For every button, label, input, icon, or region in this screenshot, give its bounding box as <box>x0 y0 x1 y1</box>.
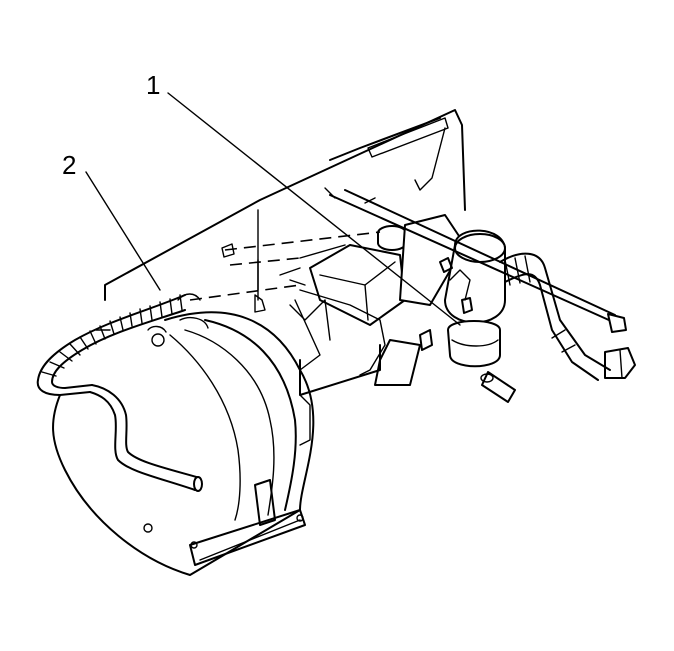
leader-line-2 <box>85 171 161 291</box>
hose <box>36 293 209 492</box>
callout-2: 2 <box>62 150 76 180</box>
filler-cap <box>377 225 407 251</box>
leader-lines <box>85 92 461 326</box>
bracket-rod <box>324 187 627 333</box>
body-panel <box>104 109 466 301</box>
reservoir-tank <box>289 244 406 396</box>
assembly-lines <box>189 231 381 313</box>
wheel-well <box>52 311 315 576</box>
right-hoses <box>499 252 636 381</box>
callout-1: 1 <box>146 70 160 100</box>
leader-line-1 <box>167 92 461 326</box>
